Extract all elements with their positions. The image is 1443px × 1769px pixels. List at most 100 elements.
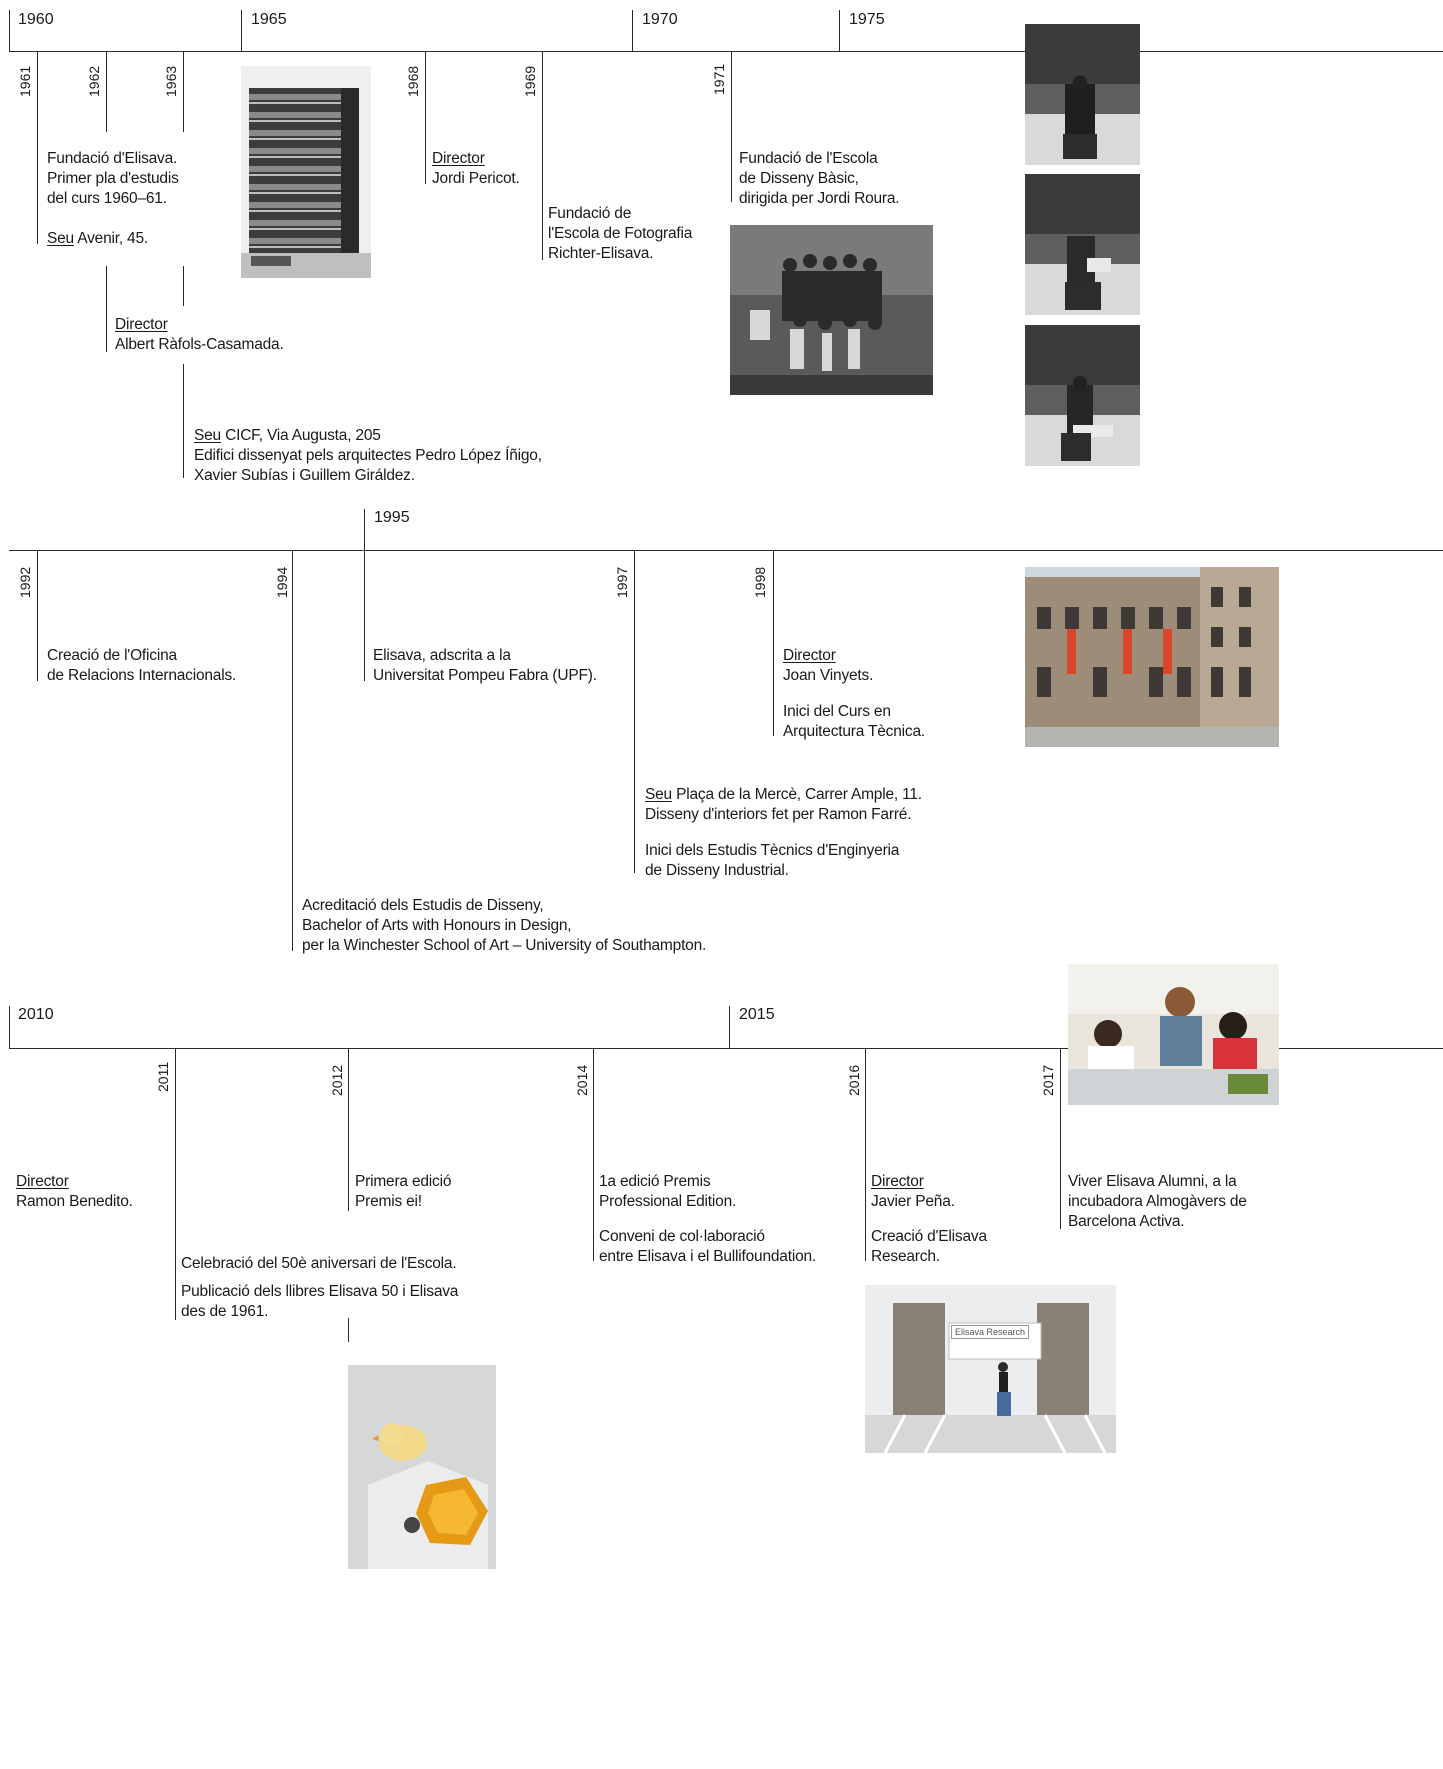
year-tick: [1060, 1049, 1061, 1229]
timeline-axis-row2: [9, 550, 1443, 551]
year-tick: [731, 52, 732, 202]
event-line: Fundació d'Elisava.: [47, 150, 178, 167]
event-2010: Director Ramon Benedito.: [16, 1172, 133, 1212]
person-park-photo-3: [1025, 325, 1140, 466]
event-1963: Seu CICF, Via Augusta, 205 Edifici disse…: [194, 426, 542, 486]
class-group-photo: [730, 225, 933, 395]
event-line: Acreditació dels Estudis de Disseny,: [302, 897, 544, 914]
event-line: Richter-Elisava.: [548, 245, 654, 262]
students-workshop-photo: [1068, 964, 1279, 1105]
director-label: Director: [115, 316, 168, 333]
decade-tick: [839, 10, 840, 52]
event-line: Professional Edition.: [599, 1193, 737, 1210]
event-line: incubadora Almogàvers de: [1068, 1193, 1247, 1210]
seu-address: Plaça de la Mercè, Carrer Ample, 11.: [676, 786, 922, 803]
event-1971: Fundació de l'Escola de Disseny Bàsic, d…: [739, 149, 900, 209]
year-tick: [593, 1049, 594, 1261]
event-line: l'Escola de Fotografia: [548, 225, 693, 242]
timeline-axis-row3: [9, 1048, 1443, 1049]
decade-label: 2010: [18, 1006, 54, 1023]
decade-tick: [364, 509, 365, 551]
event-line: Creació de l'Oficina: [47, 647, 177, 664]
director-label: Director: [783, 647, 836, 664]
director-name: Jordi Pericot.: [432, 170, 520, 187]
timeline-axis-row1: [9, 51, 1443, 52]
year-label: 2012: [329, 1064, 345, 1096]
year-tick: [542, 52, 543, 260]
event-1997: Seu Plaça de la Mercè, Carrer Ample, 11.…: [645, 785, 922, 881]
event-line: Barcelona Activa.: [1068, 1213, 1185, 1230]
elisava-research-photo: Elisava Research: [865, 1285, 1116, 1453]
year-tick: [37, 52, 38, 244]
event-line: des de 1961.: [181, 1303, 269, 1320]
event-line: Disseny d'interiors fet per Ramon Farré.: [645, 806, 912, 823]
event-line: Inici del Curs en: [783, 703, 891, 720]
event-line: Bachelor of Arts with Honours in Design,: [302, 917, 572, 934]
year-label: 1968: [405, 65, 421, 97]
seu-label: Seu: [47, 230, 74, 247]
event-1969: Fundació de l'Escola de Fotografia Richt…: [548, 204, 692, 264]
event-line: entre Elisava i el Bullifoundation.: [599, 1248, 817, 1265]
year-tick: [865, 1049, 866, 1261]
year-tick: [37, 551, 38, 681]
chick-award-photo: [348, 1365, 496, 1569]
event-2011: Celebració del 50è aniversari de l'Escol…: [181, 1254, 458, 1322]
event-line: del curs 1960–61.: [47, 190, 167, 207]
director-name: Joan Vinyets.: [783, 667, 874, 684]
year-label: 2016: [846, 1064, 862, 1096]
director-label: Director: [432, 150, 485, 167]
event-1962: Director Albert Ràfols-Casamada.: [115, 315, 284, 355]
seu-label: Seu: [645, 786, 672, 803]
event-line: Xavier Subías i Guillem Giráldez.: [194, 467, 415, 484]
year-tick: [348, 1049, 349, 1211]
palace-building-photo: [1025, 567, 1279, 747]
year-tick: [106, 52, 107, 132]
event-line: Primer pla d'estudis: [47, 170, 179, 187]
event-line: Edifici dissenyat pels arquitectes Pedro…: [194, 447, 542, 464]
decade-tick: [9, 1006, 10, 1048]
event-2017: Viver Elisava Alumni, a la incubadora Al…: [1068, 1172, 1247, 1232]
seu-address: Avenir, 45.: [77, 230, 149, 247]
event-line: Conveni de col·laboració: [599, 1228, 765, 1245]
event-1995: Elisava, adscrita a la Universitat Pompe…: [373, 646, 597, 686]
event-line: Primera edició: [355, 1173, 452, 1190]
event-line: Publicació dels llibres Elisava 50 i Eli…: [181, 1283, 459, 1300]
person-park-photo-1: [1025, 24, 1140, 165]
year-label: 2017: [1040, 1064, 1056, 1096]
year-tick: [183, 364, 184, 478]
decade-label: 1965: [251, 11, 287, 28]
event-line: per la Winchester School of Art – Univer…: [302, 937, 707, 954]
research-sign-text: Elisava Research: [951, 1325, 1030, 1339]
event-line: dirigida per Jordi Roura.: [739, 190, 900, 207]
year-tick: [348, 1318, 349, 1342]
year-label: 1969: [522, 65, 538, 97]
event-line: Premis ei!: [355, 1193, 422, 1210]
decade-label: 1960: [18, 11, 54, 28]
event-1968: Director Jordi Pericot.: [432, 149, 520, 189]
year-label: 1992: [17, 566, 33, 598]
event-line: Inici dels Estudis Tècnics d'Enginyeria: [645, 842, 900, 859]
event-line: de Disseny Bàsic,: [739, 170, 859, 187]
person-park-photo-2: [1025, 174, 1140, 315]
decade-tick: [632, 10, 633, 52]
year-tick: [175, 1049, 176, 1320]
year-label: 1962: [86, 65, 102, 97]
year-tick: [183, 266, 184, 306]
building-photo: [241, 66, 371, 278]
year-tick: [634, 551, 635, 873]
decade-label: 1975: [849, 11, 885, 28]
event-line: de Relacions Internacionals.: [47, 667, 237, 684]
year-tick: [773, 551, 774, 736]
seu-label: Seu: [194, 427, 221, 444]
decade-label: 1995: [374, 509, 410, 526]
event-line: Viver Elisava Alumni, a la: [1068, 1173, 1237, 1190]
event-line: Celebració del 50è aniversari de l'Escol…: [181, 1255, 457, 1272]
year-label: 1963: [163, 65, 179, 97]
event-1961: Fundació d'Elisava. Primer pla d'estudis…: [47, 149, 179, 249]
event-2016: Director Javier Peña. Creació d'Elisava …: [871, 1172, 987, 1267]
director-name: Albert Ràfols-Casamada.: [115, 336, 284, 353]
year-label: 1997: [614, 566, 630, 598]
decade-label: 1970: [642, 11, 678, 28]
year-tick: [183, 52, 184, 132]
director-name: Javier Peña.: [871, 1193, 955, 1210]
